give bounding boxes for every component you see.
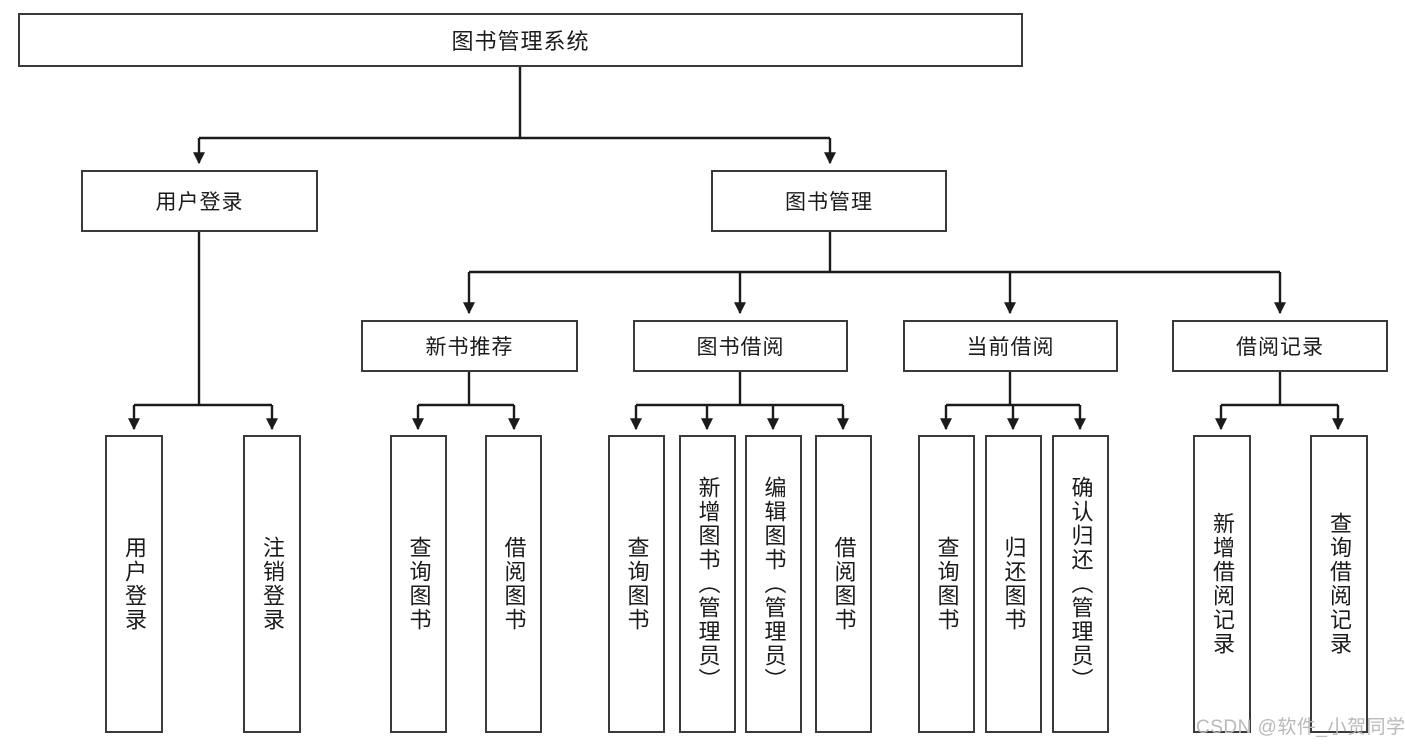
leaf-add-book-admin[interactable]: 新增图书（管理员） [679,435,736,733]
node-root-system[interactable]: 图书管理系统 [18,13,1023,67]
leaf-query-book-borrow[interactable]: 查询图书 [608,435,665,733]
leaf-edit-book-admin[interactable]: 编辑图书（管理员） [745,435,802,733]
node-label: 编辑图书（管理员） [761,476,787,692]
node-label: 查询图书 [624,536,650,632]
leaf-logout[interactable]: 注销登录 [243,435,301,733]
node-book-management[interactable]: 图书管理 [711,170,947,232]
node-current-borrow[interactable]: 当前借阅 [903,320,1118,372]
leaf-borrow-book[interactable]: 借阅图书 [815,435,872,733]
node-root-label: 图书管理系统 [451,29,590,54]
node-label: 注销登录 [259,536,285,632]
leaf-return-book[interactable]: 归还图书 [985,435,1042,733]
leaf-confirm-return-admin[interactable]: 确认归还（管理员） [1052,435,1109,733]
node-label: 借阅图书 [501,536,527,632]
node-label: 查询图书 [934,536,960,632]
node-label: 查询借阅记录 [1326,512,1352,656]
leaf-user-login[interactable]: 用户登录 [105,435,163,733]
node-book-borrow[interactable]: 图书借阅 [633,320,848,372]
node-label: 新书推荐 [425,336,514,359]
node-label: 当前借阅 [966,336,1055,359]
leaf-add-borrow-record[interactable]: 新增借阅记录 [1193,435,1251,733]
node-label: 查询图书 [406,536,432,632]
leaf-query-book-current[interactable]: 查询图书 [918,435,975,733]
node-label: 新增借阅记录 [1209,512,1235,656]
node-label: 新增图书（管理员） [695,476,721,692]
node-borrow-record[interactable]: 借阅记录 [1172,320,1388,372]
node-label: 图书借阅 [696,336,785,359]
leaf-query-borrow-record[interactable]: 查询借阅记录 [1310,435,1368,733]
node-new-book-recommend[interactable]: 新书推荐 [361,320,578,372]
node-label: 确认归还（管理员） [1068,476,1094,692]
node-label: 借阅记录 [1236,336,1324,359]
leaf-query-book-recommend[interactable]: 查询图书 [390,435,447,733]
node-label: 归还图书 [1001,536,1027,632]
watermark-text: CSDN @软件_小贺同学 [1196,717,1405,738]
node-label: 用户登录 [155,191,244,214]
node-label: 图书管理 [785,191,873,214]
node-label: 借阅图书 [831,536,857,632]
node-label: 用户登录 [121,536,147,632]
leaf-borrow-book-recommend[interactable]: 借阅图书 [485,435,542,733]
node-user-login[interactable]: 用户登录 [81,170,318,232]
